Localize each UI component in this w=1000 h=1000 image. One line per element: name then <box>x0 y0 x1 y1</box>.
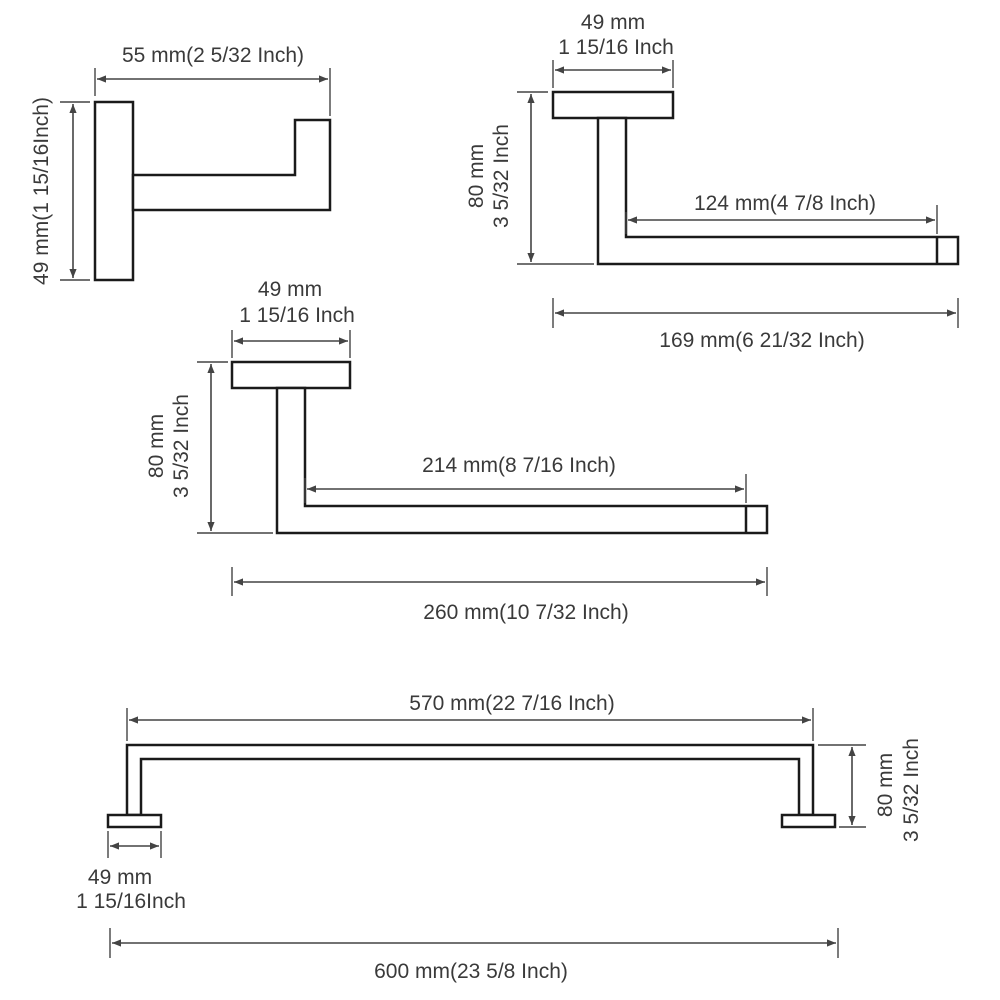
small-ring-plate-inch-label: 1 15/16 Inch <box>558 36 674 59</box>
large-ring-height-inch-label: 3 5/32 Inch <box>170 394 193 498</box>
paper-holder-arm <box>131 118 332 212</box>
small-ring-height-inch-label: 3 5/32 Inch <box>490 124 513 228</box>
paper-holder-width-label: 55 mm(2 5/32 Inch) <box>122 44 304 67</box>
large-ring-height-mm-label: 80 mm <box>145 414 168 478</box>
large-ring-plate-inch-label: 1 15/16 Inch <box>239 304 355 327</box>
paper-holder-wall-plate <box>93 100 135 282</box>
small-ring-arm-label: 124 mm(4 7/8 Inch) <box>694 192 876 215</box>
small-ring-arm <box>596 116 960 266</box>
paper-holder-height-label: 49 mm(1 15/16Inch) <box>30 97 53 285</box>
large-ring-arm-label: 214 mm(8 7/16 Inch) <box>422 454 616 477</box>
large-ring-arm <box>275 386 769 535</box>
small-ring-wall-plate <box>551 90 675 120</box>
small-ring-total-label: 169 mm(6 21/32 Inch) <box>659 329 864 352</box>
large-ring-total-label: 260 mm(10 7/32 Inch) <box>423 601 628 624</box>
towel-bar-inner-label: 570 mm(22 7/16 Inch) <box>409 692 614 715</box>
towel-bar-height-mm-label: 80 mm <box>874 753 897 817</box>
towel-bar-right-plate <box>780 813 837 829</box>
large-towel-ring-figure: 49 mm 1 15/16 Inch 80 mm 3 5/32 Inch 214… <box>145 278 769 624</box>
small-towel-ring-figure: 49 mm 1 15/16 Inch 80 mm 3 5/32 Inch 124… <box>465 11 960 352</box>
paper-holder-figure: 55 mm(2 5/32 Inch) 49 mm(1 15/16Inch) <box>30 44 332 285</box>
large-ring-plate-mm-label: 49 mm <box>258 278 322 301</box>
small-ring-plate-mm-label: 49 mm <box>581 11 645 34</box>
towel-bar-plate-inch-label: 1 15/16Inch <box>76 890 186 913</box>
small-ring-height-mm-label: 80 mm <box>465 144 488 208</box>
towel-bar-total-label: 600 mm(23 5/8 Inch) <box>374 960 568 983</box>
large-ring-wall-plate <box>230 360 352 390</box>
towel-bar-rail <box>125 743 815 817</box>
towel-bar-left-plate <box>106 813 163 829</box>
towel-bar-figure: 570 mm(22 7/16 Inch) 80 mm 3 5/32 Inch 4… <box>76 692 923 983</box>
towel-bar-height-inch-label: 3 5/32 Inch <box>900 738 923 842</box>
towel-bar-plate-mm-label: 49 mm <box>88 866 152 889</box>
